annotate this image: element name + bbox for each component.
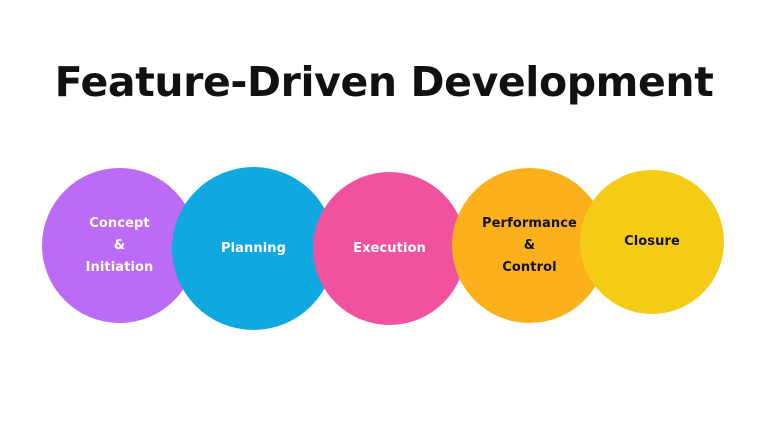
stage-circle-closure[interactable]: Closure xyxy=(580,170,724,314)
page-title: Feature-Driven Development xyxy=(54,58,714,106)
stage-circle-concept-initiation[interactable]: Concept & Initiation xyxy=(42,168,197,323)
stage-circle-planning[interactable]: Planning xyxy=(172,167,335,330)
stage-label-execution: Execution xyxy=(353,240,426,256)
stage-circle-execution[interactable]: Execution xyxy=(313,172,466,325)
stage-label-planning: Planning xyxy=(220,240,287,256)
stage-label-concept-initiation: Concept & Initiation xyxy=(85,215,154,275)
stage-label-closure: Closure xyxy=(624,234,680,249)
stage-label-performance-control: Performance & Control xyxy=(482,215,577,275)
